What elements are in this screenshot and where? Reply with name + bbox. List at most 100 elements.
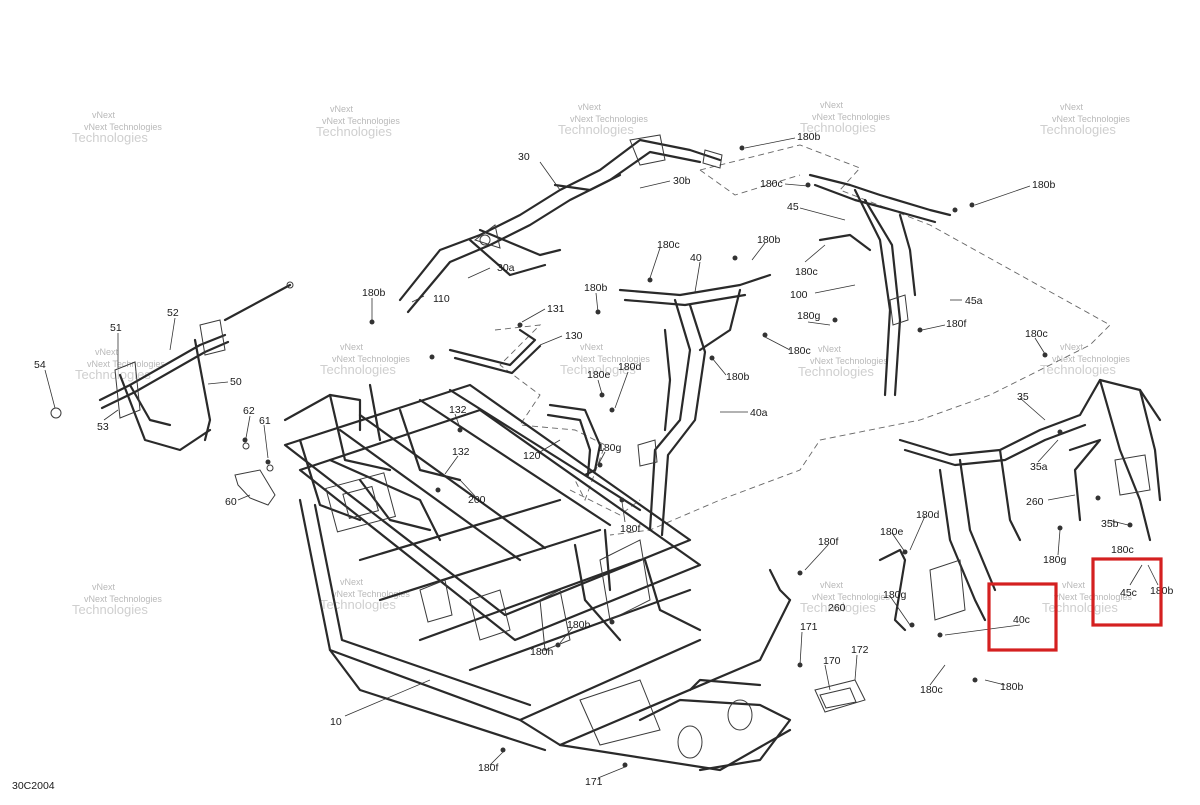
callout-45a: 45a — [965, 295, 983, 307]
watermarks: vNext vNext Technologies Technologies vN… — [72, 100, 1132, 617]
callout-171: 171 — [585, 776, 603, 788]
svg-text:vNext Technologies: vNext Technologies — [332, 354, 410, 364]
svg-text:vNext: vNext — [820, 580, 844, 590]
callout-260: 260 — [1026, 496, 1044, 508]
callout-180g: 180g — [598, 442, 622, 454]
svg-text:Technologies: Technologies — [1042, 600, 1118, 615]
watermark: vNext vNext Technologies Technologies — [560, 342, 650, 377]
right-door-bar-260 — [878, 438, 1102, 632]
callout-180e: 180e — [587, 369, 611, 381]
callout-30a: 30a — [497, 262, 515, 274]
svg-text:Technologies: Technologies — [75, 367, 151, 382]
callout-180c: 180c — [920, 684, 943, 696]
watermark: vNext vNext Technologies Technologies — [320, 342, 410, 377]
callout-180c: 180c — [788, 345, 811, 357]
svg-text:vNext Technologies: vNext Technologies — [812, 112, 890, 122]
callout-132: 132 — [452, 446, 470, 458]
svg-text:vNext Technologies: vNext Technologies — [332, 589, 410, 599]
svg-text:vNext: vNext — [1060, 342, 1084, 352]
callout-170: 170 — [823, 655, 841, 667]
callout-35: 35 — [1017, 391, 1029, 403]
svg-text:vNext: vNext — [92, 582, 116, 592]
watermark: vNext vNext Technologies Technologies — [800, 580, 890, 615]
callout-172: 172 — [851, 644, 869, 656]
callout-130: 130 — [565, 330, 583, 342]
svg-text:vNext Technologies: vNext Technologies — [812, 592, 890, 602]
front-roll-bar-45 — [808, 173, 952, 397]
svg-text:vNext Technologies: vNext Technologies — [322, 116, 400, 126]
svg-text:vNext Technologies: vNext Technologies — [572, 354, 650, 364]
svg-text:vNext Technologies: vNext Technologies — [1052, 114, 1130, 124]
watermark: vNext vNext Technologies Technologies — [800, 100, 890, 135]
callout-180c: 180c — [657, 239, 680, 251]
callout-180d: 180d — [618, 361, 642, 373]
right-side-frame-35 — [898, 378, 1162, 622]
svg-text:Technologies: Technologies — [320, 597, 396, 612]
leader-lines — [44, 137, 1159, 779]
callout-labels: 30 30b 30a 180b 180c 45 180b 180c 180b 4… — [34, 131, 1174, 788]
svg-text:Technologies: Technologies — [72, 130, 148, 145]
callout-120: 120 — [523, 450, 541, 462]
callout-180b: 180b — [1032, 179, 1056, 191]
callout-110: 110 — [433, 293, 450, 305]
callout-100: 100 — [790, 289, 808, 301]
callout-61: 61 — [259, 415, 271, 427]
grab-bar-130 — [448, 328, 542, 375]
callout-180f: 180f — [478, 762, 499, 774]
svg-text:Technologies: Technologies — [800, 600, 876, 615]
svg-text:vNext Technologies: vNext Technologies — [87, 359, 165, 369]
callout-180g: 180g — [883, 589, 907, 601]
callout-51: 51 — [110, 322, 122, 334]
svg-text:vNext Technologies: vNext Technologies — [810, 356, 888, 366]
callout-180b: 180b — [1000, 681, 1024, 693]
watermark: vNext vNext Technologies Technologies — [75, 347, 165, 382]
svg-text:Technologies: Technologies — [558, 122, 634, 137]
svg-text:vNext: vNext — [340, 577, 364, 587]
watermark: vNext vNext Technologies Technologies — [1040, 102, 1130, 137]
svg-text:vNext: vNext — [95, 347, 119, 357]
callout-200: 200 — [468, 494, 486, 506]
callout-180d: 180d — [916, 509, 940, 521]
callout-60: 60 — [225, 496, 237, 508]
callout-180h: 180h — [530, 646, 554, 658]
callout-45: 45 — [787, 201, 799, 213]
svg-text:vNext: vNext — [340, 342, 364, 352]
svg-text:vNext: vNext — [1062, 580, 1086, 590]
callout-10: 10 — [330, 716, 342, 728]
watermark: vNext vNext Technologies Technologies — [320, 577, 410, 612]
callout-53: 53 — [97, 421, 109, 433]
callout-40a: 40a — [750, 407, 768, 419]
callout-40c: 40c — [1013, 614, 1030, 626]
callout-131: 131 — [547, 303, 565, 315]
callout-180c: 180c — [795, 266, 818, 278]
callout-171: 171 — [800, 621, 818, 633]
svg-text:vNext: vNext — [578, 102, 602, 112]
svg-text:vNext: vNext — [580, 342, 604, 352]
callout-54: 54 — [34, 359, 46, 371]
watermark: vNext vNext Technologies Technologies — [72, 110, 162, 145]
rear-roll-bar-30 — [398, 134, 723, 314]
svg-text:vNext Technologies: vNext Technologies — [570, 114, 648, 124]
watermark: vNext vNext Technologies Technologies — [316, 104, 400, 139]
svg-text:Technologies: Technologies — [72, 602, 148, 617]
callout-132: 132 — [449, 404, 467, 416]
svg-text:Technologies: Technologies — [798, 364, 874, 379]
svg-text:vNext: vNext — [1060, 102, 1084, 112]
svg-text:Technologies: Technologies — [316, 124, 392, 139]
rear-bumper-50 — [50, 281, 294, 452]
svg-text:vNext: vNext — [330, 104, 354, 114]
callout-180e: 180e — [880, 526, 904, 538]
svg-text:Technologies: Technologies — [800, 120, 876, 135]
svg-text:Technologies: Technologies — [560, 362, 636, 377]
watermark: vNext vNext Technologies Technologies — [798, 344, 888, 379]
callout-180c: 180c — [1025, 328, 1048, 340]
center-pillar-40 — [618, 273, 772, 537]
highlight-boxes — [987, 557, 1163, 652]
svg-text:Technologies: Technologies — [1040, 122, 1116, 137]
watermark: vNext vNext Technologies Technologies — [1040, 342, 1130, 377]
callout-50: 50 — [230, 376, 242, 388]
callout-180b: 180b — [757, 234, 781, 246]
callout-180c: 180c — [760, 178, 783, 190]
bracket-60 — [234, 442, 276, 506]
